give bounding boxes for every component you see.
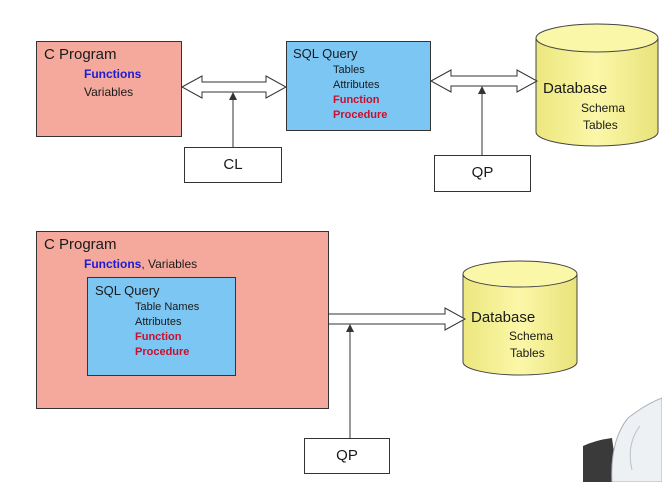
presenter-figure [583, 397, 662, 482]
cl-connector-arrow [229, 92, 237, 147]
top-database-title: Database [543, 80, 608, 97]
bottom-sql-query-procedure: Procedure [135, 346, 190, 358]
top-sql-query-function: Function [333, 94, 380, 106]
top-c-program-title: C Program [44, 46, 117, 63]
bottom-c-program-subtitle: Functions, Variables [84, 257, 197, 271]
bottom-database-title: Database [471, 309, 536, 326]
cl-box: CL [184, 147, 282, 183]
top-qp-label: QP [471, 164, 494, 181]
bottom-sql-query-attributes: Attributes [135, 316, 182, 328]
bottom-database-tables: Tables [510, 346, 545, 360]
bottom-sql-query-table-names: Table Names [135, 301, 200, 313]
bottom-qp-connector-arrow [346, 324, 354, 438]
top-sql-query-procedure: Procedure [333, 109, 388, 121]
top-c-program-functions: Functions [84, 67, 142, 81]
top-qp-connector-arrow [478, 86, 486, 155]
top-c-program-box [36, 41, 182, 137]
top-database-tables: Tables [583, 118, 618, 132]
bottom-sql-query-function: Function [135, 331, 182, 343]
bottom-database-schema: Schema [509, 329, 554, 343]
top-sql-db-double-arrow [429, 69, 539, 93]
top-sql-query-box [286, 41, 431, 131]
bottom-database-cylinder [462, 260, 578, 376]
bottom-qp-label: QP [336, 447, 358, 464]
bottom-sql-query-title: SQL Query [95, 283, 160, 298]
top-c-program-variables: Variables [84, 85, 134, 99]
bottom-qp-box: QP [304, 438, 390, 474]
top-sql-query-title: SQL Query [293, 46, 358, 61]
top-sql-query-tables: Tables [333, 64, 365, 76]
bottom-sql-query-box [87, 277, 236, 376]
top-database-cylinder [535, 23, 659, 147]
top-database-schema: Schema [581, 101, 626, 115]
top-qp-box: QP [434, 155, 531, 192]
bottom-c-program-variables: , Variables [141, 257, 198, 271]
bottom-c-program-title: C Program [44, 236, 117, 253]
cl-label: CL [223, 156, 243, 173]
top-sql-query-attributes: Attributes [333, 79, 380, 91]
bottom-c-program-functions: Functions [84, 257, 142, 271]
